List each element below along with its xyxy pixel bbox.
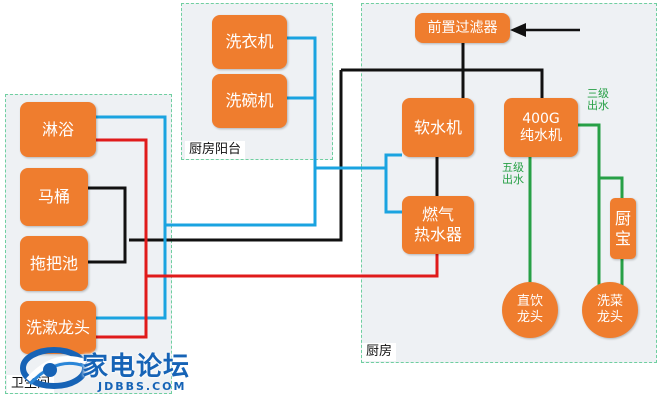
watermark-url: JDBBS.COM	[98, 380, 187, 393]
zone-label-kitchen: 厨房	[362, 343, 397, 361]
watermark-title: 家电论坛	[82, 352, 191, 382]
filter-outlet-pipe	[341, 43, 544, 98]
logo-swoosh-icon	[20, 347, 88, 389]
toilet-mop-pipe	[88, 186, 127, 264]
label-level5-out: 五级 出水	[502, 161, 524, 186]
node-kitchen-treasure: 厨 宝	[610, 198, 636, 259]
node-wash-faucet: 洗漱龙头	[20, 301, 96, 354]
node-ro-purifier: 400G 纯水机	[504, 98, 578, 157]
blue-pipes	[96, 36, 402, 320]
red-pipes	[96, 138, 439, 339]
node-drink-faucet: 直饮 龙头	[502, 282, 558, 338]
bathroom-cold-pipe	[96, 115, 167, 320]
watermark-logo: 家电论坛 JDBBS.COM	[20, 340, 210, 400]
label-level3-out: 三级 出水	[587, 87, 609, 112]
softener-cold-pipe	[315, 166, 402, 214]
washer-pipe	[287, 36, 317, 168]
node-pre-filter: 前置过滤器	[415, 13, 510, 43]
node-toilet: 马桶	[20, 168, 88, 226]
heater-hot-pipe	[146, 254, 439, 278]
node-softener: 软水机	[402, 98, 474, 157]
bathroom-hot-pipe	[96, 138, 148, 339]
node-veg-faucet: 洗菜 龙头	[582, 282, 638, 338]
node-mop-sink: 拖把池	[20, 236, 88, 291]
node-washing-machine: 洗衣机	[212, 15, 287, 69]
toilet-feed-pipe	[129, 70, 343, 242]
node-shower: 淋浴	[20, 102, 96, 157]
node-gas-heater: 燃气 热水器	[402, 196, 474, 254]
zone-label-balcony: 厨房阳台	[185, 141, 246, 159]
node-dishwasher: 洗碗机	[212, 74, 287, 128]
inlet-arrow	[510, 23, 580, 37]
black-pipes	[88, 43, 544, 264]
